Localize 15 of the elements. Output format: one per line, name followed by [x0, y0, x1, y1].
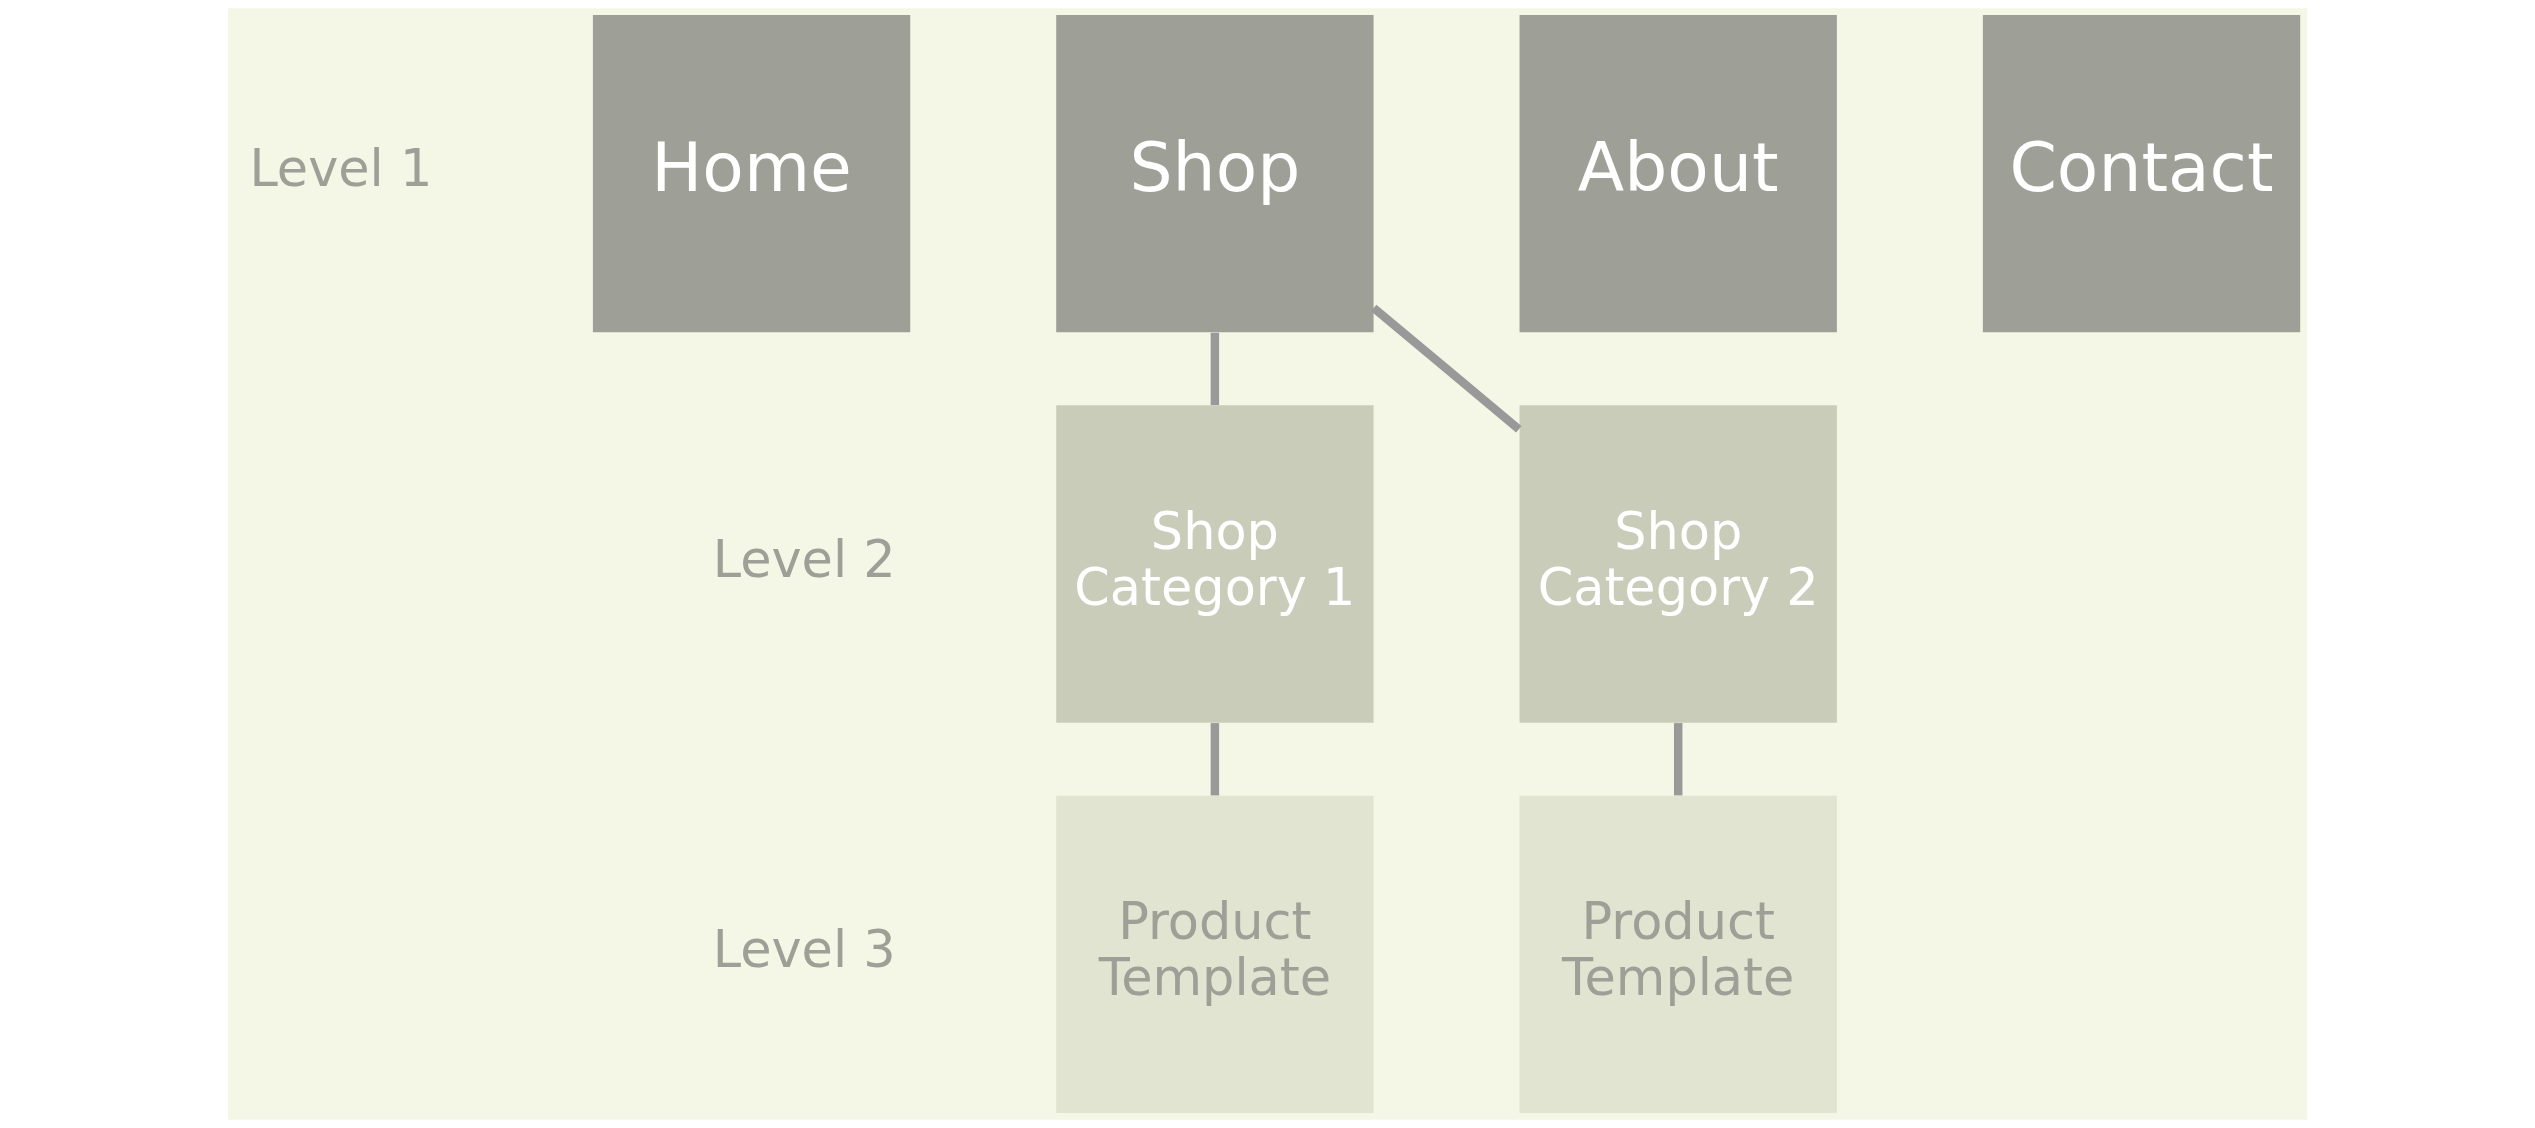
- label: Level 1: [249, 139, 433, 199]
- node-box: Product Template: [1056, 795, 1374, 1114]
- node-box: Product Template: [1519, 795, 1837, 1114]
- node-box: About: [1519, 14, 1837, 333]
- node-box: Contact: [1982, 14, 2301, 333]
- connector: [1210, 723, 1220, 796]
- connector: [1673, 723, 1683, 796]
- label: Level 2: [712, 529, 896, 589]
- node-box: Home: [592, 14, 911, 333]
- node-box: Shop Category 2: [1519, 405, 1837, 723]
- label: Level 3: [712, 920, 896, 980]
- connector: [1370, 304, 1522, 433]
- connector: [1210, 332, 1220, 406]
- node-box: Shop Category 1: [1056, 405, 1374, 723]
- node-box: Shop: [1056, 14, 1374, 333]
